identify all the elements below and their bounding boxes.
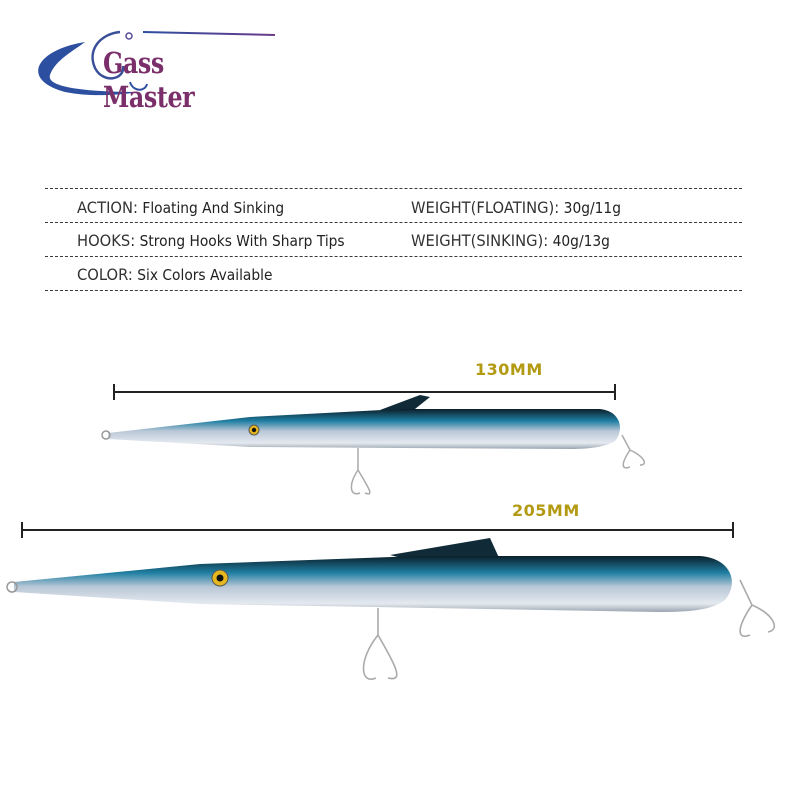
spec-hooks: HOOKS: Strong Hooks With Sharp Tips: [77, 231, 345, 250]
spec-label: ACTION:: [77, 198, 138, 217]
divider: [45, 256, 742, 257]
brand-name: Gass Master: [103, 46, 195, 114]
lure-large-image: [6, 538, 776, 680]
spec-weight-sinking: WEIGHT(SINKING): 40g/13g: [411, 231, 610, 250]
spec-label: COLOR:: [77, 265, 133, 284]
divider: [45, 222, 742, 223]
spec-action: ACTION: Floating And Sinking: [77, 198, 284, 217]
spec-value: 30g/11g: [563, 199, 621, 217]
brand-logo: Gass Master: [25, 20, 285, 114]
measure-line-small: [113, 384, 616, 400]
spec-label: WEIGHT(SINKING):: [411, 231, 549, 250]
spec-color: COLOR: Six Colors Available: [77, 265, 272, 284]
spec-value: Six Colors Available: [137, 266, 273, 284]
spec-value: Floating And Sinking: [142, 199, 285, 217]
lure-small-image: [101, 395, 646, 495]
spec-label: WEIGHT(FLOATING):: [411, 198, 560, 217]
size-label-small: 130MM: [475, 360, 543, 379]
spec-weight-floating: WEIGHT(FLOATING): 30g/11g: [411, 198, 621, 217]
spec-label: HOOKS:: [77, 231, 136, 250]
divider: [45, 290, 742, 291]
spec-value: Strong Hooks With Sharp Tips: [139, 232, 345, 250]
fish-hook-swoosh-icon: [38, 30, 276, 96]
size-label-large: 205MM: [512, 501, 580, 520]
divider: [45, 188, 742, 189]
spec-value: 40g/13g: [552, 232, 610, 250]
measure-line-large: [21, 522, 734, 538]
